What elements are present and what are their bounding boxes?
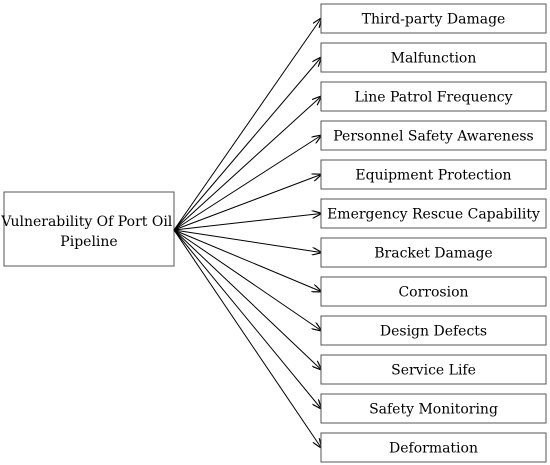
arrow-to-malfunction	[173, 58, 321, 231]
arrow-to-personnel-safety-awareness	[173, 136, 321, 231]
factor-node-deformation: Deformation	[320, 432, 547, 463]
arrows	[173, 19, 321, 448]
factor-box	[320, 42, 547, 73]
root-box	[3, 191, 175, 267]
factor-box	[320, 432, 547, 463]
arrow-to-third-party-damage	[173, 19, 321, 231]
factor-node-personnel-safety-awareness: Personnel Safety Awareness	[320, 120, 547, 151]
arrow-to-equipment-protection	[173, 175, 321, 231]
factor-label: Service Life	[391, 363, 476, 379]
factor-box	[320, 276, 547, 307]
factor-label: Malfunction	[391, 51, 477, 67]
factor-label: Equipment Protection	[355, 168, 511, 184]
arrow-to-corrosion	[173, 229, 321, 292]
factor-node-third-party-damage: Third-party Damage	[320, 3, 547, 34]
factor-node-emergency-rescue-capability: Emergency Rescue Capability	[320, 198, 547, 229]
factor-box	[320, 237, 547, 268]
factor-box	[320, 3, 547, 34]
factor-label: Line Patrol Frequency	[354, 90, 512, 106]
factor-label: Deformation	[389, 441, 478, 457]
arrow-to-line-patrol-frequency	[173, 97, 321, 231]
root-label-line-1: Vulnerability Of Port Oil	[0, 214, 173, 230]
root-node: Vulnerability Of Port Oil Pipeline	[0, 191, 176, 267]
factor-node-equipment-protection: Equipment Protection	[320, 159, 547, 190]
arrow-to-emergency-rescue-capability	[173, 214, 321, 231]
factor-node-bracket-damage: Bracket Damage	[320, 237, 547, 268]
factor-label: Bracket Damage	[374, 246, 492, 262]
root-label-line-2: Pipeline	[60, 234, 117, 250]
factor-node-line-patrol-frequency: Line Patrol Frequency	[320, 81, 547, 112]
factor-label: Safety Monitoring	[369, 402, 498, 418]
factor-box	[320, 393, 547, 424]
factor-label: Third-party Damage	[362, 12, 506, 28]
factor-box	[320, 198, 547, 229]
factor-node-malfunction: Malfunction	[320, 42, 547, 73]
factor-box	[320, 81, 547, 112]
arrow-to-safety-monitoring	[173, 229, 321, 409]
factor-box	[320, 315, 547, 346]
arrow-to-deformation	[173, 229, 321, 448]
arrow-to-design-defects	[173, 229, 321, 331]
factor-node-corrosion: Corrosion	[320, 276, 547, 307]
factor-box	[320, 120, 547, 151]
factor-node-design-defects: Design Defects	[320, 315, 547, 346]
factor-label: Corrosion	[398, 285, 468, 301]
factor-node-safety-monitoring: Safety Monitoring	[320, 393, 547, 424]
arrow-to-bracket-damage	[173, 229, 321, 253]
arrow-to-service-life	[173, 229, 321, 370]
factor-label: Personnel Safety Awareness	[333, 129, 533, 145]
root-label: Vulnerability Of Port Oil Pipeline	[0, 214, 176, 250]
factor-box	[320, 159, 547, 190]
factor-label: Design Defects	[380, 324, 487, 340]
factor-node-service-life: Service Life	[320, 354, 547, 385]
factor-label: Emergency Rescue Capability	[327, 207, 540, 223]
factor-box	[320, 354, 547, 385]
